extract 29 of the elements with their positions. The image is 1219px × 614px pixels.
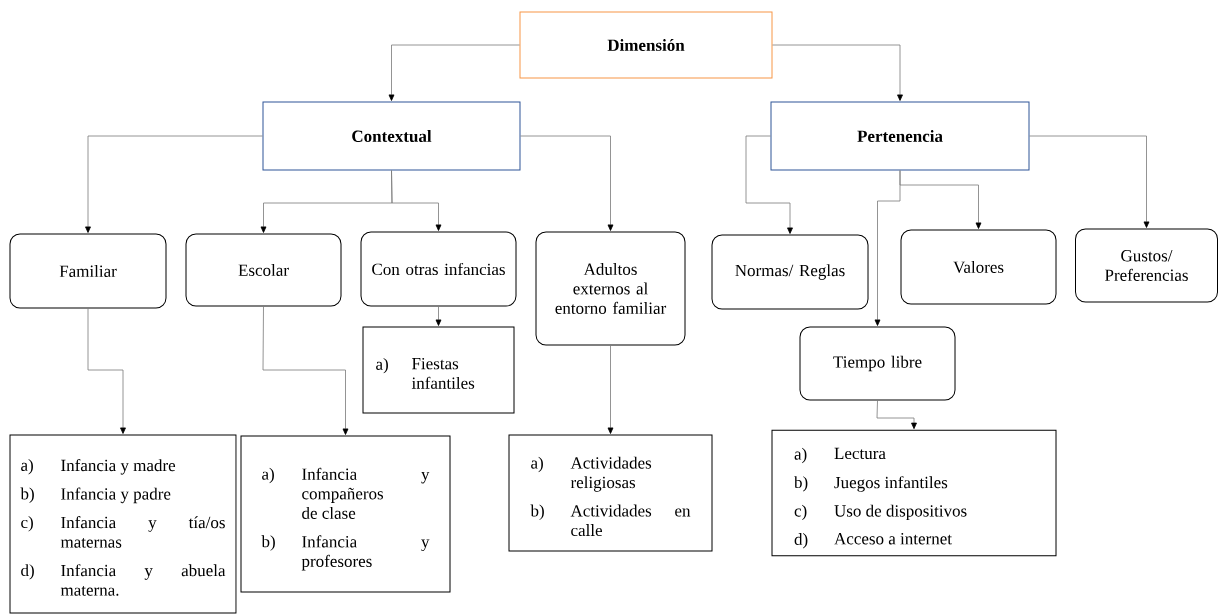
category-box: Escolar — [185, 233, 342, 307]
title-box: Dimensión — [519, 11, 773, 79]
category-box: Adultos externos al entorno familiar — [535, 231, 686, 346]
arrow — [1029, 135, 1150, 228]
category-box: Contextual — [262, 101, 521, 171]
category-box: Familiar — [9, 233, 167, 309]
category-box: Con otras infancias — [360, 231, 517, 307]
arrow — [874, 170, 901, 326]
arrow — [520, 135, 614, 231]
arrow — [87, 308, 126, 434]
arrow — [388, 44, 520, 101]
arrow — [391, 170, 442, 231]
arrow — [745, 135, 793, 234]
category-box: Tiempo libre — [799, 326, 956, 401]
arrow — [876, 400, 917, 430]
category-box: Pertenencia — [770, 101, 1030, 171]
list-box: a) Actividades religiosas b) Actividades en calle — [508, 434, 713, 552]
arrow — [607, 345, 614, 434]
list-box: a) Lectura b) Juegos infantiles c) Uso de dispositivos d) Acceso a internet — [771, 429, 1057, 557]
arrow — [262, 306, 349, 435]
arrow — [435, 306, 442, 326]
arrow — [85, 135, 263, 233]
category-box: Valores — [900, 229, 1057, 305]
list-box: a) Fiestas infantiles — [362, 326, 515, 414]
list-box: a) Infancia y compañeros de clase b) Infancia y profesores — [240, 435, 451, 593]
category-box: Gustos/ Preferencias — [1075, 228, 1218, 303]
arrow — [772, 44, 903, 101]
category-box: Normas/ Reglas — [711, 234, 869, 310]
list-box: a) Infancia y madre b) Infancia y padre c) Infancia y tía/os maternas d) Infancia y abuela materna. — [9, 434, 237, 614]
